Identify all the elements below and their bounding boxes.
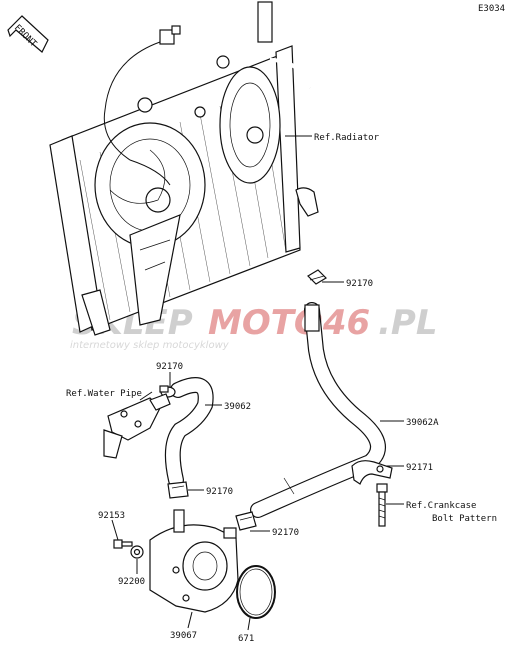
front-arrow-icon: FRONT bbox=[7, 15, 49, 53]
callout-clamp-left-bottom: 92170 bbox=[206, 487, 233, 497]
clamp-92170-left-bottom bbox=[167, 481, 189, 499]
watermark-tagline: internetowy sklep motocyklowy bbox=[70, 340, 230, 351]
water-pipe-fitting bbox=[103, 393, 171, 459]
clamp-92170-upper bbox=[307, 269, 327, 285]
leader-lines bbox=[111, 135, 404, 631]
bolt-92153 bbox=[113, 539, 133, 549]
callout-clamp-left-top: 92170 bbox=[156, 362, 183, 372]
callout-ref-crankcase-1: Ref.Crankcase bbox=[406, 501, 476, 511]
crankcase-bolt bbox=[376, 483, 388, 527]
callout-ref-crankcase-2: Bolt Pattern bbox=[432, 514, 497, 524]
callout-clamp-bottom-right: 92170 bbox=[272, 528, 299, 538]
callout-bracket: 92171 bbox=[406, 463, 433, 473]
callout-o-ring: 671 bbox=[238, 634, 254, 644]
callout-bolt: 92153 bbox=[98, 511, 125, 521]
o-ring-671 bbox=[236, 565, 276, 619]
watermark-brand-c: .PL bbox=[378, 303, 438, 343]
callout-washer: 92200 bbox=[118, 577, 145, 587]
diagram-code: E3034 bbox=[478, 4, 505, 14]
callout-hose-long: 39062A bbox=[406, 418, 439, 428]
hose-39062a bbox=[250, 302, 386, 518]
hose-39062 bbox=[164, 377, 214, 488]
callout-hose-short: 39062 bbox=[224, 402, 251, 412]
washer-92200 bbox=[130, 545, 144, 559]
watermark: SKLEP MOTO46 .PL internetowy sklep motoc… bbox=[70, 303, 438, 351]
bracket-92171 bbox=[351, 460, 393, 485]
callout-ref-radiator: Ref.Radiator bbox=[314, 133, 380, 143]
watermark-brand-b: MOTO46 bbox=[208, 303, 370, 343]
callout-ref-water-pipe: Ref.Water Pipe bbox=[66, 389, 142, 399]
callout-clamp-upper: 92170 bbox=[346, 279, 373, 289]
callout-oil-cooler: 39067 bbox=[170, 631, 197, 641]
clamp-92170-bottom-right bbox=[235, 511, 257, 531]
radiator-assembly bbox=[49, 1, 319, 336]
oil-cooler-39067 bbox=[149, 509, 239, 613]
